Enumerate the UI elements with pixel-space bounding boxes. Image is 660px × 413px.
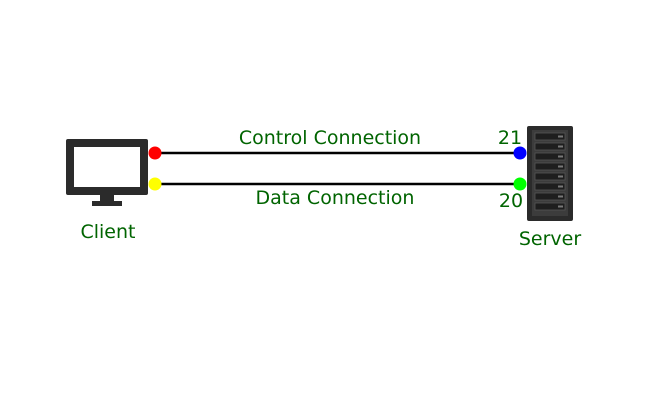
control-connection-label: Control Connection: [239, 127, 421, 149]
server-slot: [534, 172, 566, 181]
client-control-endpoint: [148, 146, 162, 160]
server-slot: [534, 132, 566, 141]
server-slot-led: [558, 165, 563, 168]
server-slot: [534, 142, 566, 151]
data-connection-label: Data Connection: [256, 187, 415, 209]
server-slot: [534, 202, 566, 211]
server-slot-led: [558, 145, 563, 148]
server-slot: [534, 182, 566, 191]
server-control-endpoint: [513, 146, 527, 160]
server-slot-led: [558, 195, 563, 198]
client-label: Client: [80, 221, 135, 243]
server-slot-led: [558, 155, 563, 158]
server-slot: [534, 192, 566, 201]
server-slot: [534, 152, 566, 161]
server-label: Server: [519, 228, 581, 250]
client-data-endpoint: [148, 177, 162, 191]
server-slot-led: [558, 175, 563, 178]
server-rack-icon: [527, 126, 573, 221]
monitor-icon: [66, 139, 148, 206]
data-port-label: 20: [499, 190, 523, 212]
control-port-label: 21: [498, 127, 522, 149]
server-slot-led: [558, 205, 563, 208]
server-data-endpoint: [513, 177, 527, 191]
server-slot: [534, 162, 566, 171]
server-slot-led: [558, 185, 563, 188]
server-slot-led: [558, 135, 563, 138]
